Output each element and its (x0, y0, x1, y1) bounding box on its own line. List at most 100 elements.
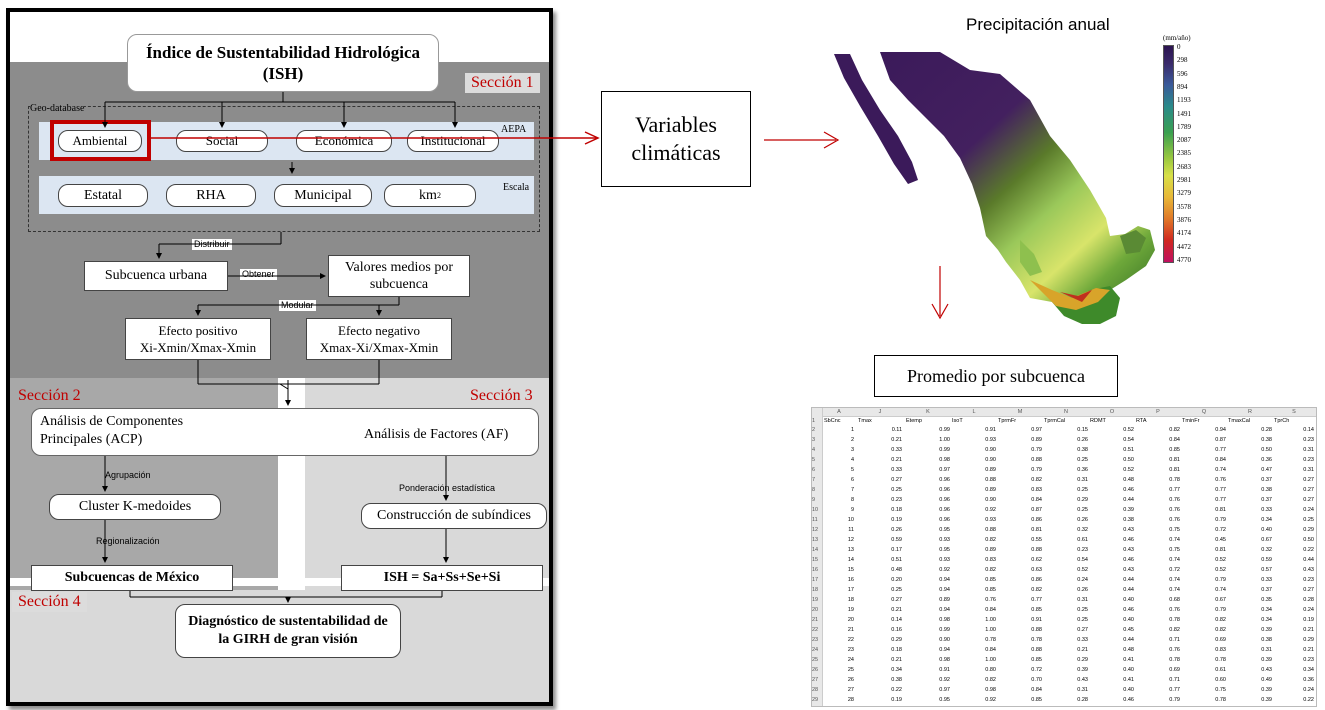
table-cell: 0.91 (939, 667, 950, 673)
table-cell: 0.41 (1123, 657, 1134, 663)
table-cell: 0.23 (1077, 547, 1088, 553)
table-cell: 17 (847, 587, 854, 593)
table-cell: 0.54 (1123, 437, 1134, 443)
row-number: 22 (812, 627, 819, 633)
table-cell: 18 (847, 597, 854, 603)
legend-tick: 4770 (1177, 255, 1191, 264)
diagnostico-line1: Diagnóstico de sustentabilidad de (188, 614, 388, 629)
table-cell: 0.77 (1215, 447, 1226, 453)
table-cell: 0.85 (985, 587, 996, 593)
column-header: TprmCal (1044, 418, 1066, 424)
column-header: IsoT (952, 418, 963, 424)
table-cell: 0.19 (891, 697, 902, 703)
section2-label: Sección 2 (12, 386, 87, 406)
table-cell: 0.74 (1215, 587, 1226, 593)
table-cell: 0.34 (891, 667, 902, 673)
table-cell: 0.91 (1031, 617, 1042, 623)
table-cell: 0.31 (1077, 597, 1088, 603)
table-cell: 0.14 (891, 617, 902, 623)
table-cell: 0.46 (1123, 607, 1134, 613)
table-cell: 0.74 (1169, 587, 1180, 593)
table-cell: 22 (847, 637, 854, 643)
table-cell: 0.82 (985, 567, 996, 573)
table-cell: 0.96 (939, 497, 950, 503)
table-cell: 0.33 (891, 447, 902, 453)
table-cell: 0.48 (1123, 647, 1134, 653)
table-cell: 0.77 (1169, 687, 1180, 693)
table-cell: 0.27 (1303, 487, 1314, 493)
table-cell: 0.92 (985, 697, 996, 703)
legend-tick: 3876 (1177, 215, 1191, 224)
table-cell: 0.46 (1123, 557, 1134, 563)
table-cell: 0.76 (1169, 507, 1180, 513)
table-cell: 0.74 (1169, 557, 1180, 563)
legend-colorbar (1163, 45, 1174, 263)
row-number: 7 (812, 477, 816, 483)
escala-label: Escala (503, 182, 530, 193)
ponderacion-label: Ponderación estadística (399, 483, 496, 494)
table-cell: 0.78 (1169, 477, 1180, 483)
table-cell: 0.91 (985, 427, 996, 433)
table-cell: 0.26 (891, 527, 902, 533)
geodatabase-label: Geo-database (30, 103, 85, 114)
table-cell: 21 (847, 627, 854, 633)
table-cell: 0.29 (1303, 637, 1314, 643)
table-cell: 0.18 (891, 647, 902, 653)
table-cell: 0.25 (1077, 617, 1088, 623)
table-cell: 0.52 (1077, 567, 1088, 573)
table-cell: 0.29 (1303, 527, 1314, 533)
table-cell: 0.24 (1303, 687, 1314, 693)
table-cell: 0.55 (1031, 537, 1042, 543)
table-cell: 0.86 (1031, 517, 1042, 523)
table-cell: 0.79 (1031, 467, 1042, 473)
table-cell: 0.36 (1077, 467, 1088, 473)
table-cell: 0.62 (1031, 557, 1042, 563)
table-cell: 0.43 (1123, 547, 1134, 553)
efecto-positivo-box: Efecto positivo Xi-Xmin/Xmax-Xmin (125, 318, 271, 360)
ish-formula-box: ISH = Sa+Ss+Se+Si (341, 565, 543, 591)
regionalizacion-label: Regionalización (96, 536, 160, 547)
table-cell: 0.95 (939, 697, 950, 703)
table-cell: 0.72 (1215, 527, 1226, 533)
ambiental-to-variables-arrow (150, 131, 600, 145)
column-header: SbCnc (824, 418, 841, 424)
construccion-box: Construcción de subíndices (361, 503, 547, 529)
table-cell: 19 (847, 607, 854, 613)
row-number: 19 (812, 597, 819, 603)
table-cell: 0.81 (1169, 457, 1180, 463)
table-cell: 0.81 (1169, 467, 1180, 473)
table-cell: 13 (847, 547, 854, 553)
table-cell: 0.38 (1261, 637, 1272, 643)
map-to-promedio-arrow (931, 266, 949, 320)
table-cell: 0.39 (1077, 667, 1088, 673)
table-cell: 0.97 (939, 467, 950, 473)
row-number: 21 (812, 617, 819, 623)
table-cell: 0.94 (939, 647, 950, 653)
diagnostico-line2: la GIRH de gran visión (218, 632, 358, 647)
mexico-mainland (880, 52, 1155, 324)
table-cell: 0.29 (1077, 497, 1088, 503)
table-cell: 0.20 (891, 577, 902, 583)
table-cell: 0.21 (1303, 647, 1314, 653)
table-cell: 0.37 (1261, 587, 1272, 593)
table-cell: 0.52 (1123, 427, 1134, 433)
row-number: 27 (812, 677, 819, 683)
table-cell: 0.34 (1261, 607, 1272, 613)
table-cell: 0.96 (939, 477, 950, 483)
table-cell: 0.92 (939, 677, 950, 683)
table-cell: 10 (847, 517, 854, 523)
table-cell: 0.93 (985, 517, 996, 523)
table-cell: 2 (850, 437, 854, 443)
table-cell: 0.52 (1123, 467, 1134, 473)
column-letter: J (878, 409, 882, 415)
table-cell: 0.79 (1169, 697, 1180, 703)
table-cell: 0.24 (1303, 607, 1314, 613)
table-cell: 0.99 (939, 427, 950, 433)
table-cell: 0.70 (1031, 677, 1042, 683)
column-letter: K (926, 409, 930, 415)
table-cell: 0.90 (985, 497, 996, 503)
table-cell: 0.88 (1031, 627, 1042, 633)
